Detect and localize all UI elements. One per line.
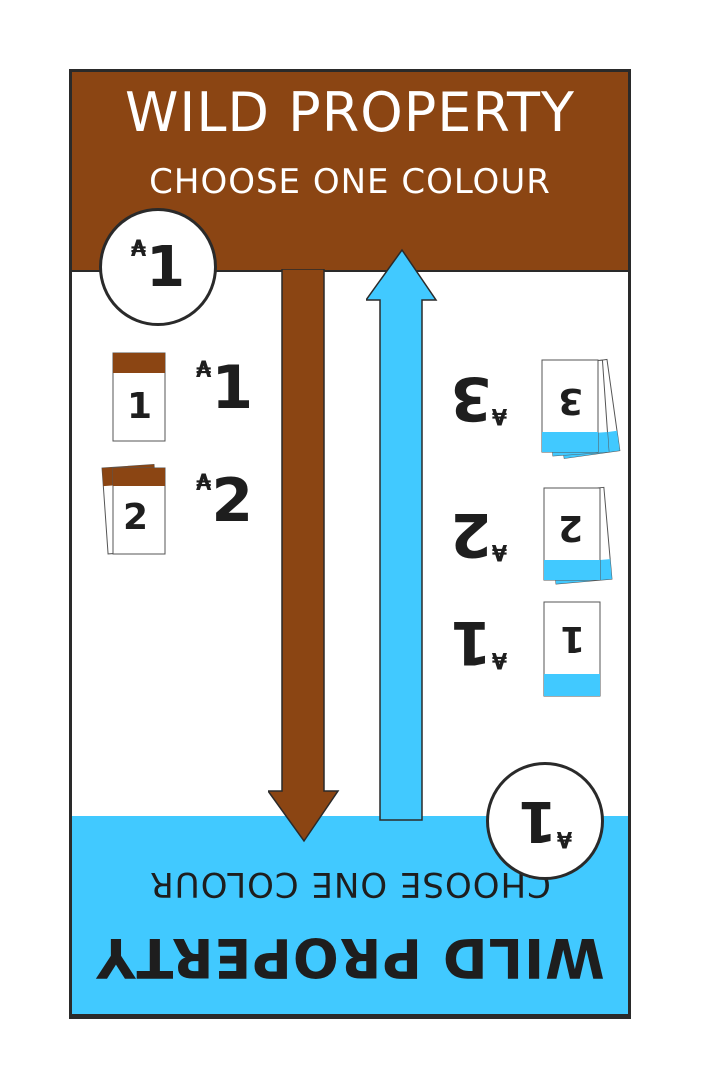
currency-symbol: ₳ <box>556 826 573 851</box>
light-blue-card-stack-2 <box>543 486 613 585</box>
light-blue-stack-count-1: 1 <box>560 618 586 659</box>
light-blue-rent-1: ₳1 <box>450 607 508 677</box>
card-subtitle: CHOOSE ONE COLOUR <box>149 162 551 202</box>
brown-stack-count-2: 2 <box>123 497 149 538</box>
arrow-down-icon <box>268 269 340 843</box>
currency-symbol: ₳ <box>491 539 508 564</box>
rent-value: 1 <box>211 353 254 423</box>
light-blue-stack-count-3: 3 <box>558 380 584 421</box>
light-blue-stack-count-2: 2 <box>558 507 584 548</box>
value-number: 1 <box>146 234 186 300</box>
card-title: WILD PROPERTY <box>125 81 575 144</box>
light-blue-card-stack-3 <box>541 358 621 459</box>
brown-rent-2: ₳2 <box>196 471 253 531</box>
rent-value: 3 <box>450 363 492 433</box>
arrow-up-icon <box>366 248 438 821</box>
card-title-inverted: WILD PROPERTY <box>95 926 605 989</box>
brown-card-stack-2 <box>101 463 166 555</box>
value-badge-top: ₳ 1 <box>99 208 217 326</box>
value-number: 1 <box>517 788 557 854</box>
light-blue-rent-2: ₳2 <box>450 499 508 569</box>
currency-symbol: ₳ <box>196 471 212 496</box>
brown-stack-count-1: 1 <box>127 386 153 427</box>
currency-symbol: ₳ <box>491 647 508 672</box>
wild-property-card[interactable]: WILD PROPERTY CHOOSE ONE COLOUR WILD PRO… <box>69 69 631 1019</box>
currency-symbol: ₳ <box>196 358 212 383</box>
brown-rent-1: ₳1 <box>196 358 253 418</box>
rent-value: 1 <box>450 607 492 677</box>
currency-symbol: ₳ <box>130 237 147 262</box>
rent-value: 2 <box>450 499 492 569</box>
currency-symbol: ₳ <box>491 403 508 428</box>
rent-value: 2 <box>211 466 254 536</box>
value-badge-bottom: ₳ 1 <box>486 762 604 880</box>
light-blue-card-stack-1 <box>543 601 601 697</box>
light-blue-rent-3: ₳3 <box>450 363 508 433</box>
brown-card-stack-1 <box>112 352 166 442</box>
